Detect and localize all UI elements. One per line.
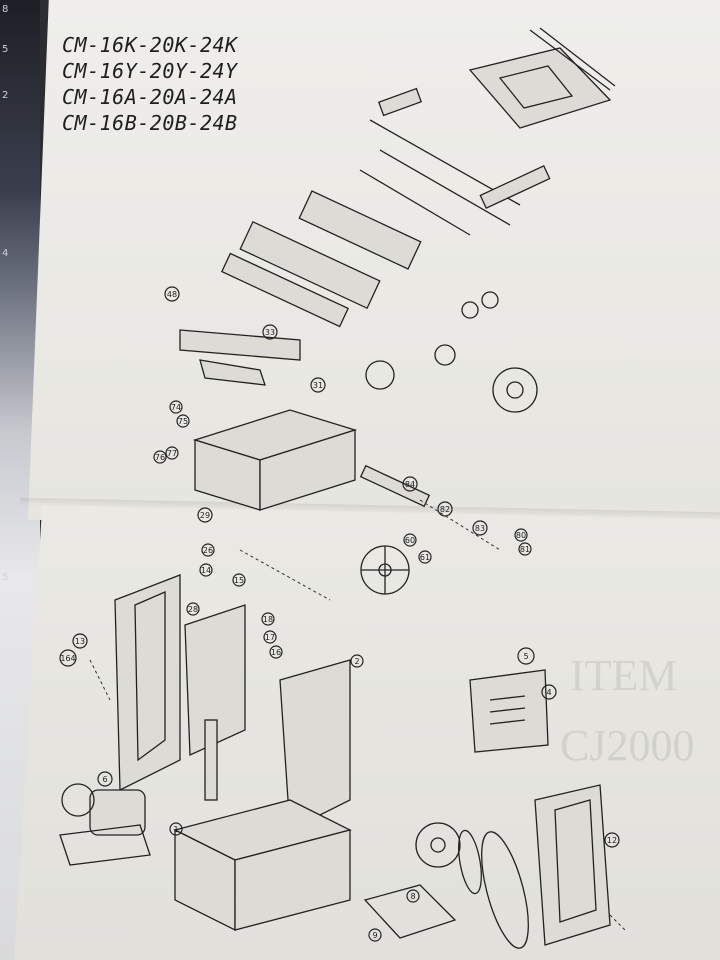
model-line: CM-16Y-20Y-24Y xyxy=(62,59,238,83)
callout-31: 31 xyxy=(310,377,326,393)
edge-digit: 4 xyxy=(2,248,9,259)
svg-text:60: 60 xyxy=(405,536,415,545)
svg-text:29: 29 xyxy=(200,511,210,520)
callout-16: 16 xyxy=(269,645,283,659)
svg-text:48: 48 xyxy=(167,290,177,299)
callout-80: 80 xyxy=(514,528,528,542)
svg-text:12: 12 xyxy=(607,836,617,845)
top-cover-assembly xyxy=(468,27,616,129)
edge-digit: 2 xyxy=(2,90,9,101)
svg-text:28: 28 xyxy=(188,605,198,614)
svg-text:16: 16 xyxy=(271,648,281,657)
cutterhead xyxy=(221,190,422,328)
svg-text:76: 76 xyxy=(155,453,165,462)
edge-digit: 5 xyxy=(2,572,9,583)
callout-17: 17 xyxy=(263,630,277,644)
callout-82: 82 xyxy=(437,501,453,517)
gear-cluster xyxy=(365,291,538,413)
callout-74: 74 xyxy=(169,400,183,414)
svg-text:17: 17 xyxy=(265,633,275,642)
callout-15: 15 xyxy=(232,573,246,587)
callout-83: 83 xyxy=(472,520,488,536)
callout-61: 61 xyxy=(418,550,432,564)
side-panel xyxy=(184,604,246,756)
callout-26: 26 xyxy=(201,543,215,557)
callout-77: 77 xyxy=(165,446,179,460)
callout-13: 13 xyxy=(72,633,88,649)
svg-text:31: 31 xyxy=(313,381,323,390)
callout-60: 60 xyxy=(403,533,417,547)
svg-text:75: 75 xyxy=(178,417,188,426)
callout-33: 33 xyxy=(262,324,278,340)
svg-text:2: 2 xyxy=(354,657,359,666)
left-column xyxy=(114,574,181,792)
callout-5: 5 xyxy=(517,647,535,665)
callout-28: 28 xyxy=(186,602,200,616)
callout-4: 4 xyxy=(541,684,557,700)
callout-12: 12 xyxy=(604,832,620,848)
callout-29: 29 xyxy=(197,507,213,523)
access-panel xyxy=(469,669,549,753)
svg-text:6: 6 xyxy=(102,775,107,784)
model-line: CM-16B-20B-24B xyxy=(62,111,238,135)
callout-76: 76 xyxy=(153,450,167,464)
table-shaft xyxy=(359,464,431,508)
svg-text:84: 84 xyxy=(405,480,415,489)
svg-text:14: 14 xyxy=(201,566,211,575)
svg-text:4: 4 xyxy=(546,688,551,697)
svg-text:61: 61 xyxy=(420,553,430,562)
model-line: CM-16A-20A-24A xyxy=(62,85,238,109)
svg-text:5: 5 xyxy=(523,652,528,661)
svg-text:77: 77 xyxy=(167,449,177,458)
pulley xyxy=(415,822,461,868)
callout-14: 14 xyxy=(199,563,213,577)
svg-text:13: 13 xyxy=(75,637,85,646)
watermark-model: CJ2000 xyxy=(560,721,695,770)
svg-text:18: 18 xyxy=(263,615,273,624)
model-list: CM-16K-20K-24K CM-16Y-20Y-24Y CM-16A-20A… xyxy=(62,32,322,136)
motor xyxy=(61,783,146,836)
motor-plate xyxy=(59,824,151,866)
base-plate xyxy=(363,884,457,939)
callout-2: 2 xyxy=(350,654,364,668)
callout-18: 18 xyxy=(261,612,275,626)
callout-81: 81 xyxy=(518,542,532,556)
svg-text:15: 15 xyxy=(234,576,244,585)
callout-1: 1 xyxy=(169,822,183,836)
svg-text:74: 74 xyxy=(171,403,181,412)
svg-text:83: 83 xyxy=(475,524,485,533)
edge-digit: 8 xyxy=(2,4,9,15)
svg-text:81: 81 xyxy=(520,545,530,554)
lead-screw xyxy=(204,719,218,801)
callout-6: 6 xyxy=(97,771,113,787)
main-frame xyxy=(173,659,352,932)
handwheel xyxy=(360,545,410,595)
svg-text:8: 8 xyxy=(410,892,415,901)
svg-text:82: 82 xyxy=(440,505,450,514)
svg-text:164: 164 xyxy=(60,654,75,663)
right-cover xyxy=(534,784,611,946)
callout-48: 48 xyxy=(164,286,180,302)
callout-84: 84 xyxy=(402,476,418,492)
side-brackets xyxy=(179,329,301,386)
feed-rollers xyxy=(359,87,551,236)
svg-text:33: 33 xyxy=(265,328,275,337)
callout-9: 9 xyxy=(368,928,382,942)
svg-text:9: 9 xyxy=(372,931,377,940)
svg-text:26: 26 xyxy=(203,546,213,555)
drive-belt xyxy=(481,831,529,949)
watermark-item: ITEM xyxy=(570,651,678,700)
callout-8: 8 xyxy=(406,889,420,903)
callout-164: 164 xyxy=(59,649,77,667)
edge-digit: 5 xyxy=(2,44,9,55)
work-table xyxy=(192,409,358,511)
model-line: CM-16K-20K-24K xyxy=(62,33,238,57)
svg-text:1: 1 xyxy=(173,825,178,834)
callout-75: 75 xyxy=(176,414,190,428)
svg-text:80: 80 xyxy=(516,531,526,540)
